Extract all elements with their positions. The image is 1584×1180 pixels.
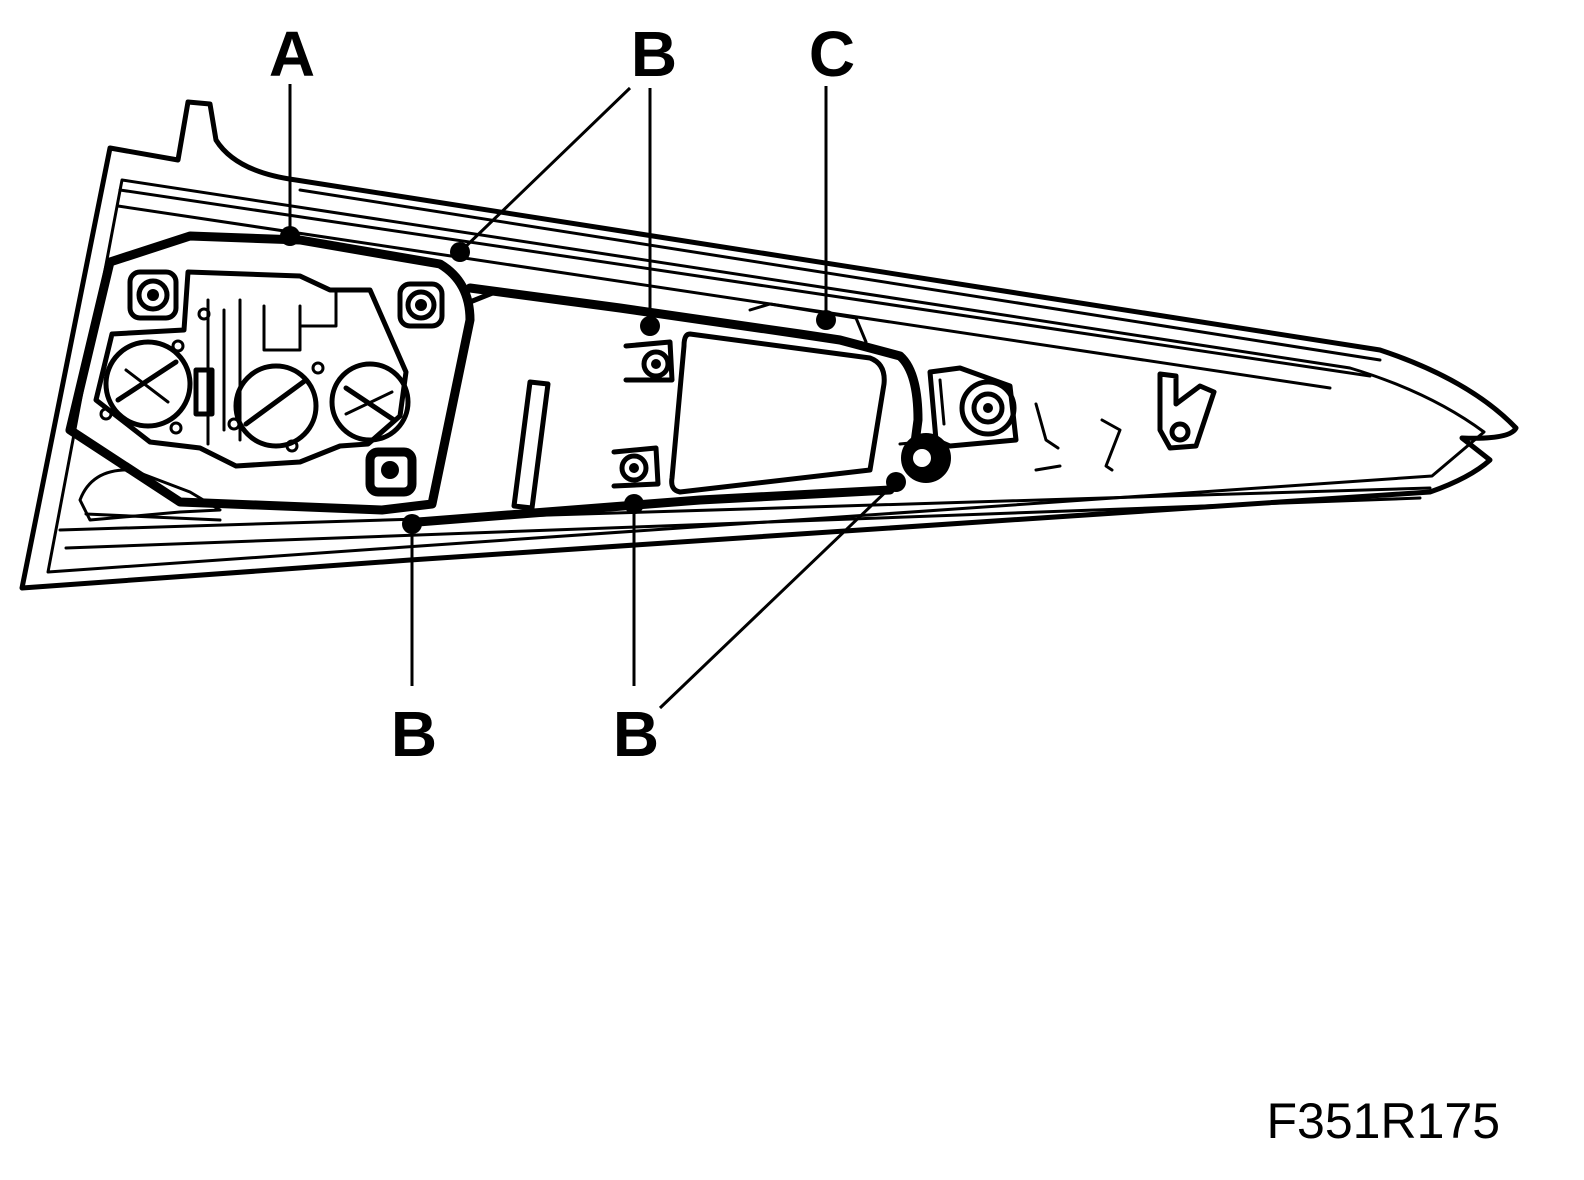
callout-b-bottom-left: B xyxy=(391,698,437,770)
bulb-socket-left xyxy=(103,339,193,429)
holder-screw-top-right xyxy=(397,281,445,329)
bulb-socket-right xyxy=(329,361,411,443)
leader-lines xyxy=(280,84,906,710)
mount-bracket xyxy=(1157,371,1217,451)
callout-c: C xyxy=(809,18,855,90)
lamp-housing xyxy=(19,99,1519,591)
bulb-holder xyxy=(65,231,475,515)
holder-screw-bottom xyxy=(365,447,417,497)
figure-code: F351R175 xyxy=(1267,1093,1501,1149)
mount-nut-right xyxy=(901,433,951,483)
callout-b-bottom-mid: B xyxy=(613,698,659,770)
mount-clip-top xyxy=(623,339,675,383)
lamp-seal xyxy=(413,283,923,527)
callout-a: A xyxy=(269,18,315,90)
lamp-right-section xyxy=(748,302,1217,472)
callout-b-top: B xyxy=(631,18,677,90)
lamp-middle-section xyxy=(511,331,951,511)
bulb-socket-center xyxy=(233,363,319,449)
mount-clip-bottom xyxy=(611,445,661,489)
holder-screw-top-left xyxy=(127,269,179,321)
